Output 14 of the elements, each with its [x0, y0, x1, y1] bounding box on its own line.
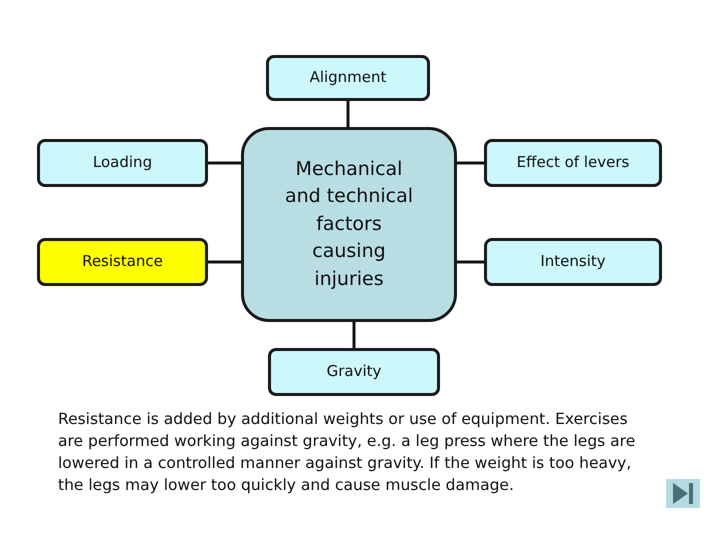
factor-box: Gravity [268, 348, 440, 396]
connector-line [457, 260, 484, 264]
factor-box: Resistance [37, 238, 208, 286]
factor-box: Loading [37, 139, 208, 187]
description-text: Resistance is added by additional weights or use of equipment. Exercises are performed working against gravity, e.g. a leg press where the legs are lowered in a controlled manner against gravity. If the weight is too heavy, the legs may lower too quickly and cause muscle damage. [58, 409, 636, 496]
connector-line [352, 322, 356, 348]
factor-box: Intensity [484, 238, 662, 286]
connector-line [346, 101, 350, 127]
factor-box: Effect of levers [484, 139, 662, 187]
central-topic-box: Mechanical and technical factors causing injuries [241, 127, 457, 322]
connector-line [208, 260, 241, 264]
connector-line [208, 162, 241, 164]
factor-box: Alignment [266, 55, 430, 101]
connector-line [457, 162, 484, 164]
